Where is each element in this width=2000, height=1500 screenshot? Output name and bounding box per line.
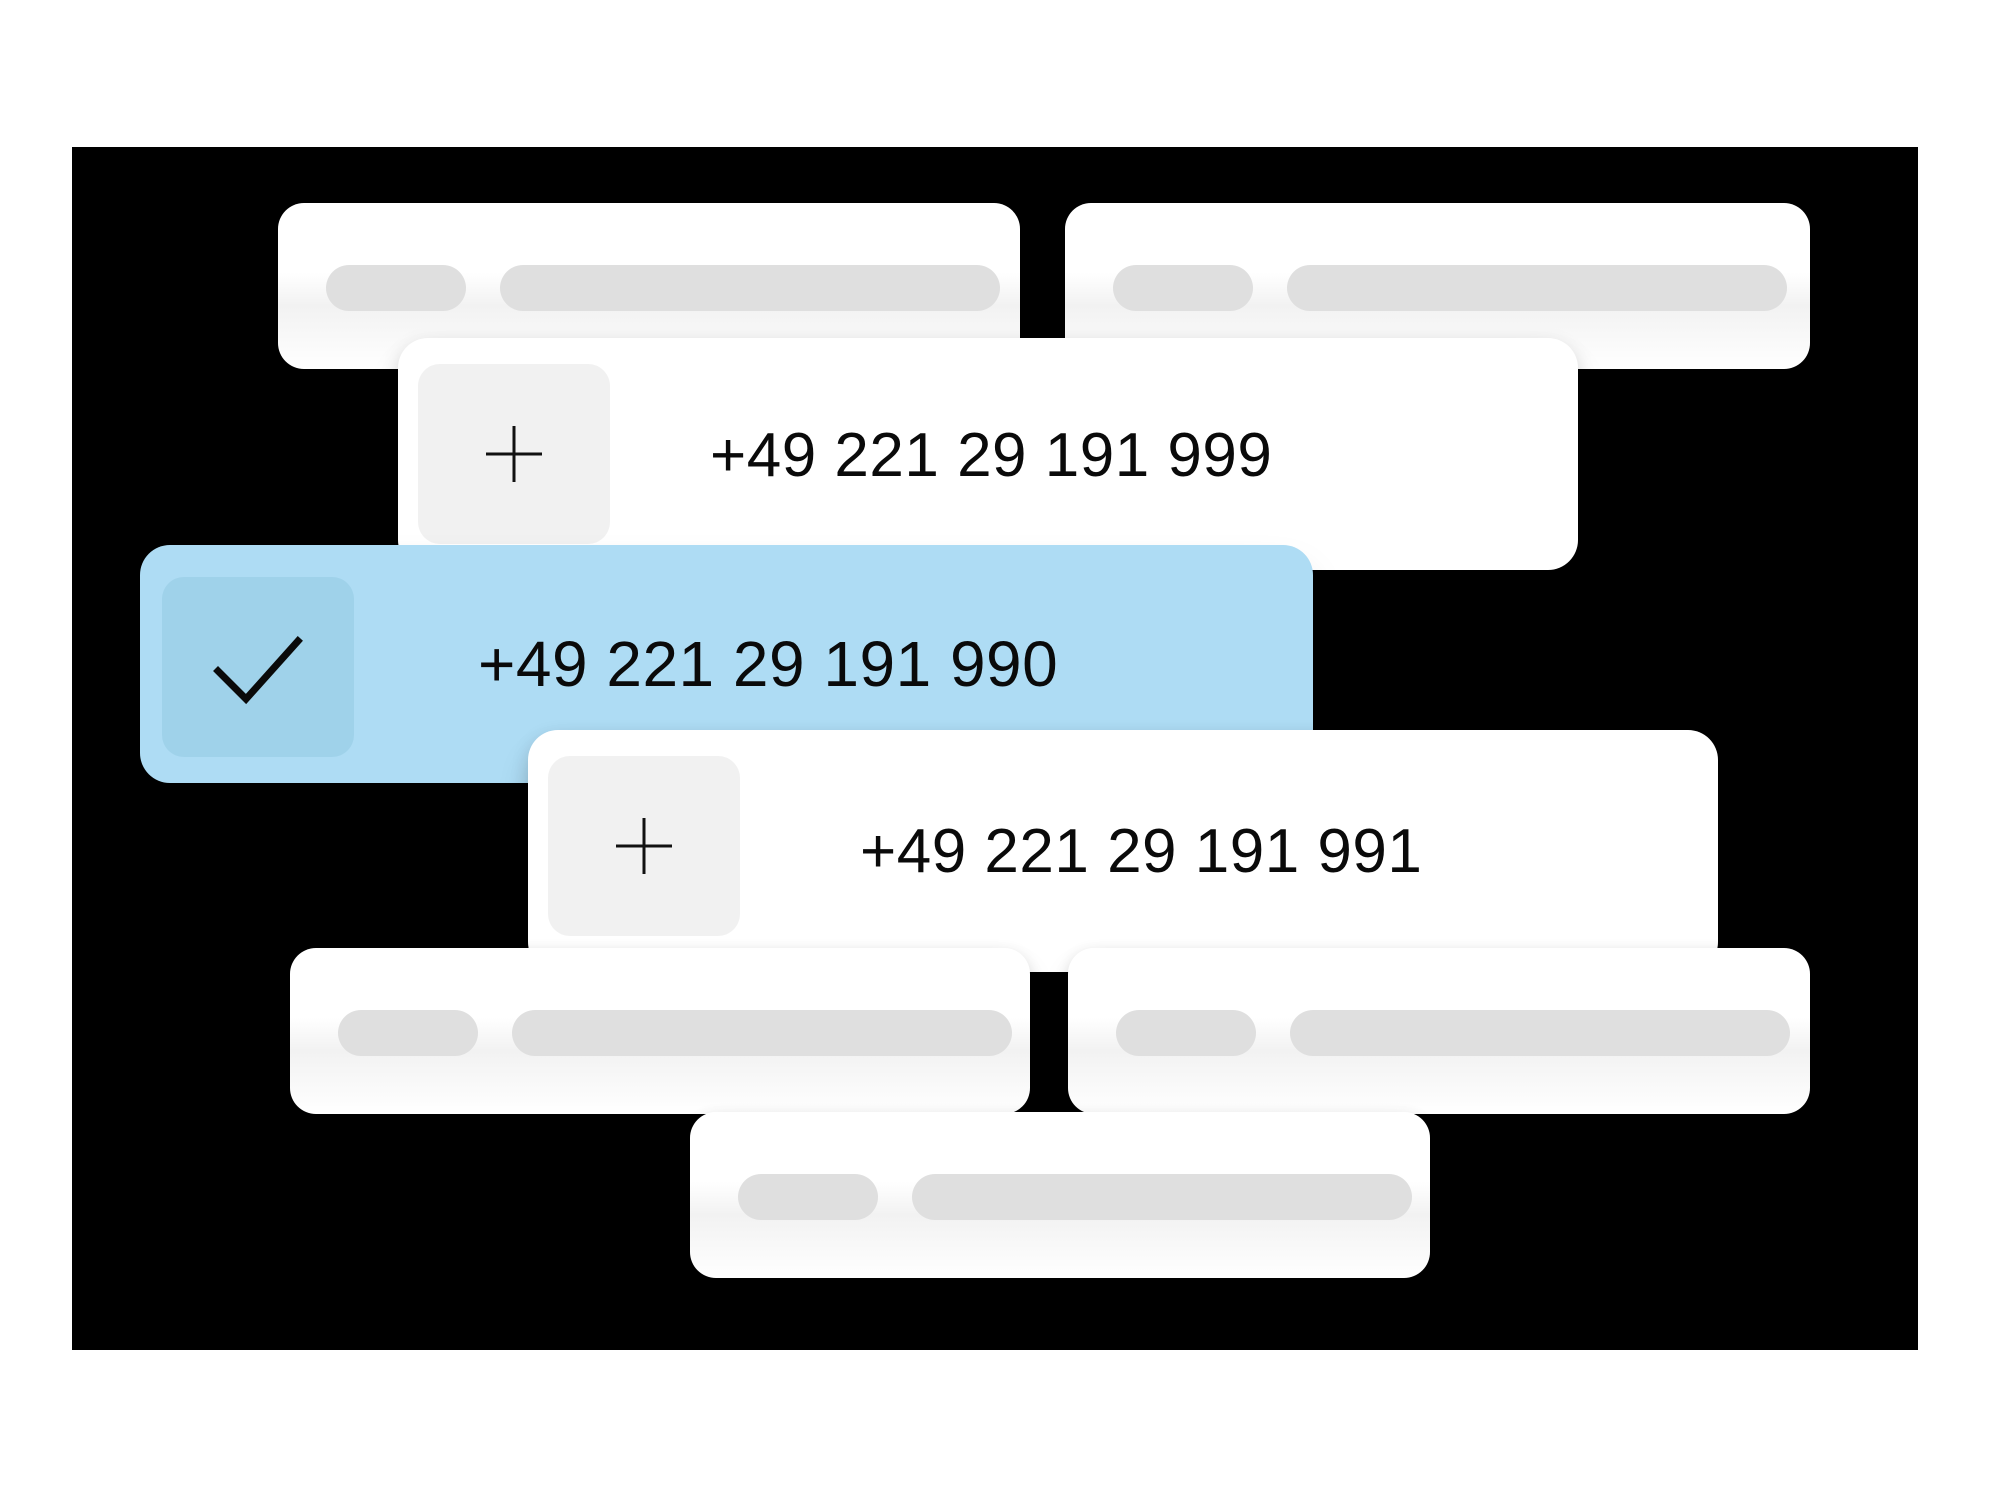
skeleton-card-bottom-right (1068, 948, 1810, 1114)
skeleton-card-bottom-left (290, 948, 1030, 1114)
skeleton-pill-long (1290, 1010, 1790, 1056)
add-number-button-999[interactable] (418, 364, 610, 544)
plus-icon (616, 818, 672, 874)
skeleton-pill-long (1287, 265, 1787, 311)
skeleton-pill-long (512, 1010, 1012, 1056)
phone-row-991[interactable]: +49 221 29 191 991 (528, 730, 1718, 972)
skeleton-pill-short (1113, 265, 1253, 311)
check-icon (213, 636, 303, 705)
skeleton-card-footer (690, 1112, 1430, 1278)
skeleton-pill-short (738, 1174, 878, 1220)
phone-number-990: +49 221 29 191 990 (478, 628, 1059, 700)
skeleton-pill-long (500, 265, 1000, 311)
skeleton-pill-short (338, 1010, 478, 1056)
phone-number-991: +49 221 29 191 991 (860, 817, 1423, 886)
skeleton-pill-short (1116, 1010, 1256, 1056)
skeleton-pill-long (912, 1174, 1412, 1220)
skeleton-pill-short (326, 265, 466, 311)
phone-row-999[interactable]: +49 221 29 191 999 (398, 338, 1578, 570)
selected-checkbox-990[interactable] (162, 577, 354, 757)
plus-icon (486, 426, 542, 482)
add-number-button-991[interactable] (548, 756, 740, 936)
phone-number-999: +49 221 29 191 999 (710, 421, 1273, 490)
